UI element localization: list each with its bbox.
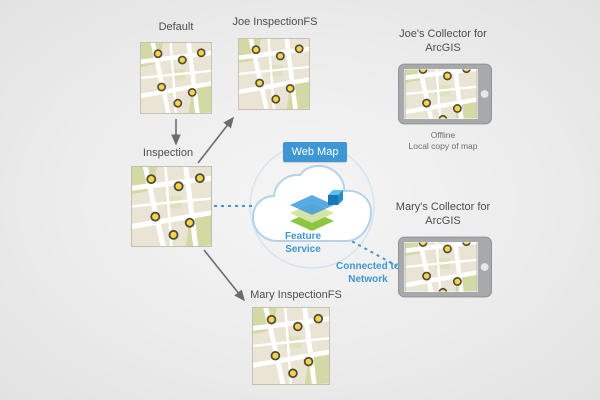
label-mary-inspection-fs: Mary InspectionFS <box>250 289 342 301</box>
label-feature-service: Feature Service <box>284 231 322 255</box>
label-mary-collector: Mary's Collector for ArcGIS <box>395 201 491 227</box>
label-local-copy: Local copy of map <box>408 141 478 151</box>
label-default: Default <box>158 21 194 33</box>
label-connected-to-network: Connected to Network <box>336 261 400 285</box>
tablet-joe <box>398 63 492 125</box>
map-thumbnail-default <box>140 42 212 114</box>
arrow-inspection-to-mary <box>203 249 245 302</box>
label-offline: Offline <box>430 130 456 140</box>
map-thumbnail-inspection <box>131 166 212 247</box>
web-map-banner: Web Map <box>283 142 347 162</box>
label-joe-inspection-fs: Joe InspectionFS <box>232 16 318 28</box>
label-joe-collector: Joe's Collector for ArcGIS <box>399 28 487 54</box>
tablet-mary <box>398 236 492 298</box>
label-inspection: Inspection <box>142 147 194 159</box>
map-thumbnail-mary <box>252 307 330 385</box>
map-thumbnail-joe <box>238 38 310 110</box>
